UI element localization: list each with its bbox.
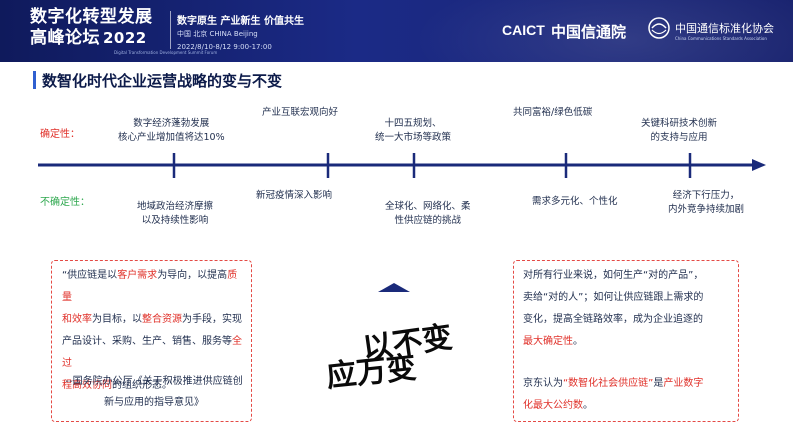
industry-quote-text: 对所有行业来说，如何生产“对的产品”， 卖给“对的人”；如何让供应链跟上需求的 … [523, 270, 704, 347]
policy-quote-box: “供应链是以客户需求为导向，以提高质量 和效率为目标，以整合资源为手段，实现 产… [51, 260, 252, 422]
header-divider [170, 11, 171, 49]
uncertain-event-economic-pressure: 经济下行压力，内外竞争持续加剧 [668, 190, 745, 215]
uncertain-label: 不确定性： [40, 197, 90, 208]
policy-quote-source: --国务院办公厅《关于积极推进供应链创 新与应用的指导意见》 [65, 376, 243, 408]
uncertain-event-covid: 新冠疫情深入影响 [256, 190, 333, 201]
up-arrow-icon [378, 283, 410, 292]
certain-event-tech-innovation: 关键科研技术创新的支持与应用 [641, 118, 718, 143]
policy-quote-text: “供应链是以客户需求为导向，以提高质量 和效率为目标，以整合资源为手段，实现 产… [62, 270, 242, 391]
forum-title-en: Digital Transformation Development Summi… [114, 50, 218, 55]
uncertain-event-diversified-demand: 需求多元化、个性化 [532, 196, 618, 207]
title-accent-bar [33, 71, 36, 89]
calligraphy-line2: 应万变 [324, 350, 418, 395]
page-title: 数智化时代企业运营战略的变与不变 [42, 72, 283, 90]
certain-label: 确定性： [40, 129, 80, 140]
uncertain-event-supply-chain: 全球化、网络化、柔性供应链的挑战 [385, 201, 471, 226]
forum-slogan: 数字原生 产业新生 价值共生 [177, 16, 304, 27]
forum-title-line1: 数字化转型发展 [30, 7, 153, 27]
jd-statement: 京东认为“数智化社会供应链”是产业数字 化最大公约数。 [523, 378, 704, 411]
certain-event-industrial-internet: 产业互联宏观向好 [262, 107, 339, 118]
uncertain-event-geopolitics: 地域政治经济摩擦以及持续性影响 [137, 201, 214, 226]
industry-quote-box: 对所有行业来说，如何生产“对的产品”， 卖给“对的人”；如何让供应链跟上需求的 … [513, 260, 739, 422]
forum-dates: 2022/8/10-8/12 9:00-17:00 [177, 43, 272, 51]
certain-event-common-prosperity: 共同富裕/绿色低碳 [513, 107, 593, 118]
forum-place: 中国 北京 CHINA Beijing [177, 30, 258, 38]
timeline-arrow-icon [752, 159, 766, 171]
certain-event-five-year-plan: 十四五规划、统一大市场等政策 [375, 118, 452, 143]
forum-year: 2022 [103, 29, 147, 47]
certain-event-digital-economy: 数字经济蓬勃发展核心产业增加值将达10% [118, 118, 225, 143]
forum-title-line2: 高峰论坛 [30, 28, 100, 48]
